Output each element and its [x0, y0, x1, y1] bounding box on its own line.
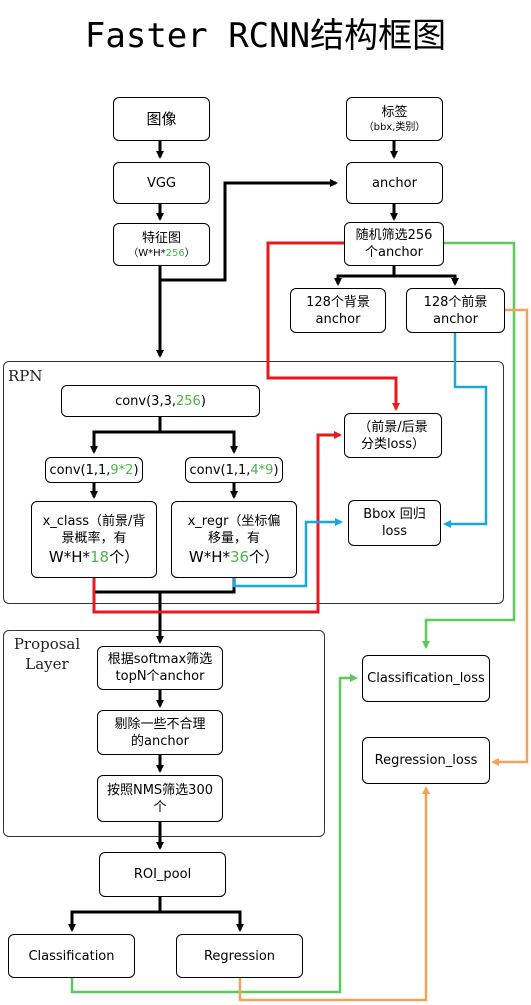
x-class-line1: x_class（前景/背 [42, 513, 146, 529]
x-class-line3: W*H*18个） [48, 547, 140, 566]
conv-cls-label: conv(1,1,9*2) [49, 462, 139, 478]
label-node-sub: （bbx,类别） [363, 122, 426, 133]
rpn-group [3, 361, 504, 604]
bbox-loss-line1: Bbox 回归 [363, 507, 426, 522]
feature-map-label: 特征图 [141, 230, 181, 246]
edge-random-bg [334, 266, 396, 286]
edge-xregr-merge [160, 578, 236, 594]
regression-loss-node: Regression_loss [362, 737, 490, 784]
edge-xregr-bboxloss-blue [232, 518, 343, 588]
vgg-node: VGG [113, 162, 210, 204]
rpn-cls-loss-line2: 分类loss） [360, 436, 426, 452]
conv-reg-label: conv(1,1,4*9) [189, 462, 279, 478]
rpn-cls-loss-node: （前景/后景 分类loss） [344, 413, 442, 458]
conv3-node: conv(3,3,256) [61, 385, 260, 417]
edge-conv3-split [90, 417, 162, 454]
nms-select-line2: 个 [153, 799, 167, 815]
edge-roi-regression [160, 910, 244, 932]
proposal-layer-label: Proposal Layer [5, 634, 89, 674]
bbox-loss-line2: loss [381, 524, 408, 539]
anchor-node: anchor [346, 162, 443, 204]
foreground-128-node: 128个前景 anchor [406, 288, 505, 333]
edge-random-clsloss-red [266, 241, 400, 411]
x-regr-line2: 移量，有 [207, 530, 260, 546]
x-regr-line1: x_regr（坐标偏 [187, 513, 281, 529]
edge-roi-split [68, 897, 162, 932]
nms-select-line1: 按照NMS筛选300 [106, 782, 213, 798]
softmax-select-node: 根据softmax筛选 topN个anchor [97, 646, 223, 690]
proposal-layer-label-line1: Proposal [13, 635, 81, 653]
edge-fg-rloss-orange [491, 308, 529, 766]
background-128-node: 128个背景 anchor [290, 288, 386, 333]
rpn-group-label: RPN [8, 367, 43, 385]
label-node-label: 标签 [381, 105, 408, 120]
edge-random-closs-green [422, 241, 516, 649]
classification-node: Classification [8, 934, 135, 978]
edge-class-closs-green [70, 674, 358, 994]
foreground-128-line1: 128个前景 [423, 294, 488, 310]
background-128-line2: anchor [315, 311, 361, 327]
background-128-line1: 128个背景 [306, 294, 370, 310]
proposal-layer-group [3, 630, 325, 837]
diagram-title: Faster RCNN结构框图 [84, 16, 447, 56]
nms-select-node: 按照NMS筛选300 个 [97, 775, 223, 822]
foreground-128-line2: anchor [433, 311, 478, 327]
x-class-line2: 景概率，有 [61, 530, 127, 546]
edge-regr-rloss-orange [238, 786, 430, 1002]
conv-reg-node: conv(1,1,4*9) [185, 457, 283, 483]
random-select-line1: 随机筛选256 [355, 228, 433, 243]
bbox-loss-node: Bbox 回归 loss [348, 500, 441, 546]
remove-bad-anchor-node: 剔除一些不合理 的anchor [97, 710, 223, 755]
x-regr-node: x_regr（坐标偏 移量，有 W*H*36个） [171, 501, 297, 578]
rpn-cls-loss-line1: （前景/后景 [358, 419, 428, 435]
vgg-node-label: VGG [146, 175, 177, 191]
regression-loss-label: Regression_loss [374, 753, 478, 768]
image-node: 图像 [113, 97, 210, 141]
remove-bad-line2: 的anchor [131, 733, 189, 749]
classification-loss-label: Classification_loss [367, 671, 485, 686]
roi-pool-label: ROI_pool [133, 867, 192, 882]
anchor-node-label: anchor [372, 175, 417, 191]
conv-cls-node: conv(1,1,9*2) [45, 457, 143, 483]
edge-fg-bboxloss-blue [443, 333, 488, 528]
label-node: 标签 （bbx,类别） [346, 97, 443, 141]
proposal-layer-label-line2: Layer [25, 655, 69, 673]
random-select-line2: 个anchor [365, 245, 423, 260]
classification-loss-node: Classification_loss [362, 655, 490, 702]
classification-label: Classification [28, 948, 115, 964]
softmax-select-line2: topN个anchor [115, 669, 205, 684]
feature-map-size: （W*H*256） [128, 247, 195, 259]
regression-node: Regression [176, 934, 303, 978]
edge-xclass-merge [92, 578, 160, 594]
softmax-select-line1: 根据softmax筛选 [107, 652, 213, 667]
feature-map-node: 特征图 （W*H*256） [113, 223, 210, 266]
roi-pool-node: ROI_pool [99, 852, 226, 897]
regression-label: Regression [203, 948, 276, 964]
edge-xclass-clsloss-red [92, 431, 342, 614]
image-node-label: 图像 [146, 110, 177, 128]
edge-random-fg [394, 274, 459, 286]
x-regr-line3: W*H*36个） [188, 547, 280, 566]
remove-bad-line1: 剔除一些不合理 [114, 716, 206, 732]
x-class-node: x_class（前景/背 景概率，有 W*H*18个） [31, 501, 157, 578]
random-select-node: 随机筛选256 个anchor [344, 222, 444, 266]
conv3-label: conv(3,3,256) [115, 393, 206, 409]
edge-conv3-right [160, 430, 238, 454]
